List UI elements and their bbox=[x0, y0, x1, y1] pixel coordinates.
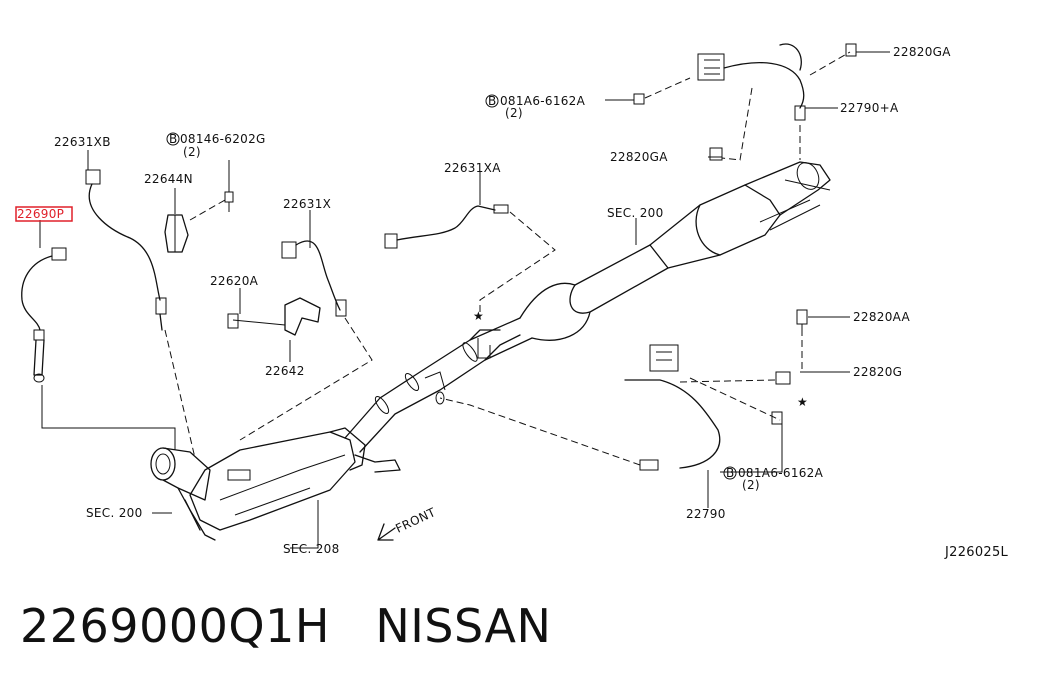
label-22631xa: 22631XA bbox=[444, 161, 501, 175]
label-sec200-left: SEC. 200 bbox=[86, 506, 143, 520]
label-081a6-top-qty: (2) bbox=[505, 106, 523, 120]
sensor-22631xa bbox=[384, 204, 556, 318]
sensor-22790-bottom bbox=[439, 309, 808, 471]
front-arrow-icon bbox=[377, 523, 396, 541]
bolt-marker-icons: B B B bbox=[166, 94, 737, 480]
sensor-22631xb bbox=[85, 169, 196, 459]
part-caption: 2269000Q1H NISSAN bbox=[20, 598, 551, 654]
svg-text:★: ★ bbox=[797, 395, 808, 409]
label-22790a: 22790+A bbox=[840, 101, 899, 115]
part-labels: 22690P 22631XB 08146-6202G (2) 22644N 22… bbox=[17, 45, 1009, 560]
label-08146-qty: (2) bbox=[183, 145, 201, 159]
label-sec200-top: SEC. 200 bbox=[607, 206, 664, 220]
label-sec208: SEC. 208 bbox=[283, 542, 340, 556]
label-22820aa: 22820AA bbox=[853, 310, 911, 324]
bolt-prefix: B bbox=[488, 94, 497, 108]
brand-name: NISSAN bbox=[375, 599, 552, 653]
label-22631xb: 22631XB bbox=[54, 135, 111, 149]
bracket-22642 bbox=[227, 297, 321, 336]
sensor-22631x bbox=[239, 240, 373, 441]
svg-text:★: ★ bbox=[473, 309, 484, 323]
label-22820ga-mid: 22820GA bbox=[610, 150, 668, 164]
bolt-prefix: B bbox=[169, 132, 178, 146]
sensor-22790-top bbox=[633, 43, 857, 161]
label-front: FRONT bbox=[393, 505, 438, 536]
label-22642: 22642 bbox=[265, 364, 305, 378]
exhaust-pipe-assembly bbox=[150, 161, 831, 541]
label-081a6-bot-qty: (2) bbox=[742, 478, 760, 492]
label-22620a: 22620A bbox=[210, 274, 259, 288]
label-081a6-top: 081A6-6162A bbox=[500, 94, 586, 108]
label-22690p: 22690P bbox=[17, 207, 64, 221]
label-22644n: 22644N bbox=[144, 172, 193, 186]
highlight-box bbox=[15, 206, 73, 222]
label-081a6-bot: 081A6-6162A bbox=[738, 466, 824, 480]
label-22820g: 22820G bbox=[853, 365, 902, 379]
label-22790: 22790 bbox=[686, 507, 726, 521]
part-number: 2269000Q1H bbox=[20, 599, 330, 653]
label-08146-6202g: 08146-6202G bbox=[180, 132, 266, 146]
exhaust-sensor-diagram: ★ ★ B B B 22690P 22631XB 08146-6202G (2)… bbox=[15, 43, 1009, 560]
label-22631x: 22631X bbox=[283, 197, 331, 211]
bolt-prefix: B bbox=[726, 466, 735, 480]
sensor-22690p bbox=[21, 247, 176, 450]
bolt-08146-6202g bbox=[224, 191, 234, 212]
label-22820ga-top: 22820GA bbox=[893, 45, 951, 59]
bracket-22644n bbox=[164, 199, 226, 253]
label-diagram-id: J226025L bbox=[944, 545, 1009, 560]
